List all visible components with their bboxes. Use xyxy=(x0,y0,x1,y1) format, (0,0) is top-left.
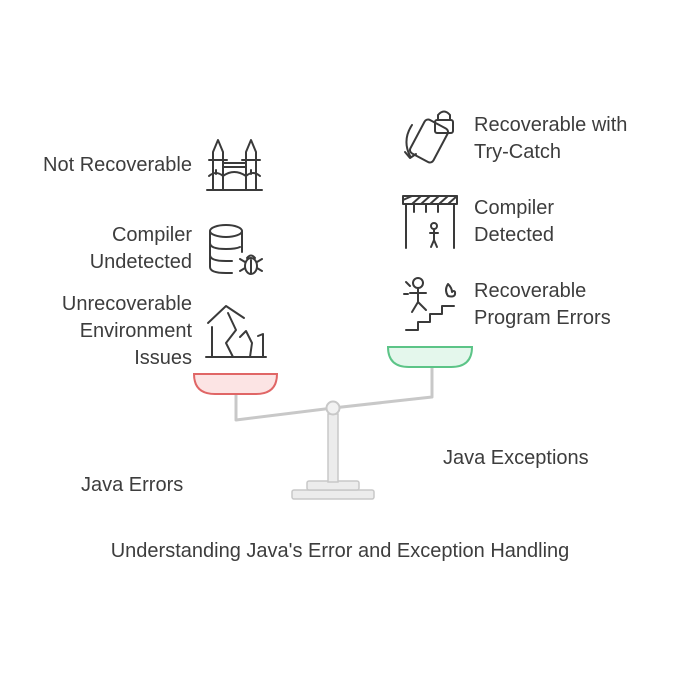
label-line: Try-Catch xyxy=(474,141,562,163)
collapsed-house-icon xyxy=(205,305,267,358)
scale-pillar xyxy=(327,413,339,483)
bridge-icon xyxy=(206,139,263,191)
java-exceptions-label: Java Exceptions xyxy=(443,447,589,469)
label-line: Unrecoverable xyxy=(61,293,192,315)
scale-beam xyxy=(234,368,434,422)
label-line: Program Errors xyxy=(474,307,611,329)
label-line: Issues xyxy=(134,347,192,369)
scale-base xyxy=(291,480,375,500)
label-line: Recoverable with xyxy=(474,114,628,136)
java-errors-label: Java Errors xyxy=(81,474,184,496)
stage-spotlight-icon xyxy=(402,195,458,249)
label-recoverable-program-errors: Recoverable Program Errors xyxy=(474,278,611,332)
label-not-recoverable: Not Recoverable xyxy=(43,152,192,179)
label-compiler-undetected: Compiler Undetected xyxy=(90,222,192,276)
label-recoverable-with-try-catch: Recoverable with Try-Catch xyxy=(474,112,627,166)
label-unrecoverable-environment-issues: Unrecoverable Environment Issues xyxy=(62,291,192,372)
diagram-title: Understanding Java's Error and Exception… xyxy=(110,540,570,562)
label-line: Undetected xyxy=(89,251,192,273)
rotating-phone-lock-icon xyxy=(404,110,454,164)
database-bug-icon xyxy=(209,224,263,275)
label-compiler-detected: Compiler Detected xyxy=(474,195,554,249)
right-pan xyxy=(386,346,474,368)
left-pan xyxy=(192,373,279,395)
label-line: Detected xyxy=(474,224,555,246)
label-line: Environment xyxy=(79,320,192,342)
person-climbing-stairs-icon xyxy=(403,277,457,331)
label-line: Compiler xyxy=(111,224,192,246)
label-line: Not Recoverable xyxy=(43,154,192,176)
label-line: Recoverable xyxy=(474,280,587,302)
label-line: Compiler xyxy=(474,197,555,219)
